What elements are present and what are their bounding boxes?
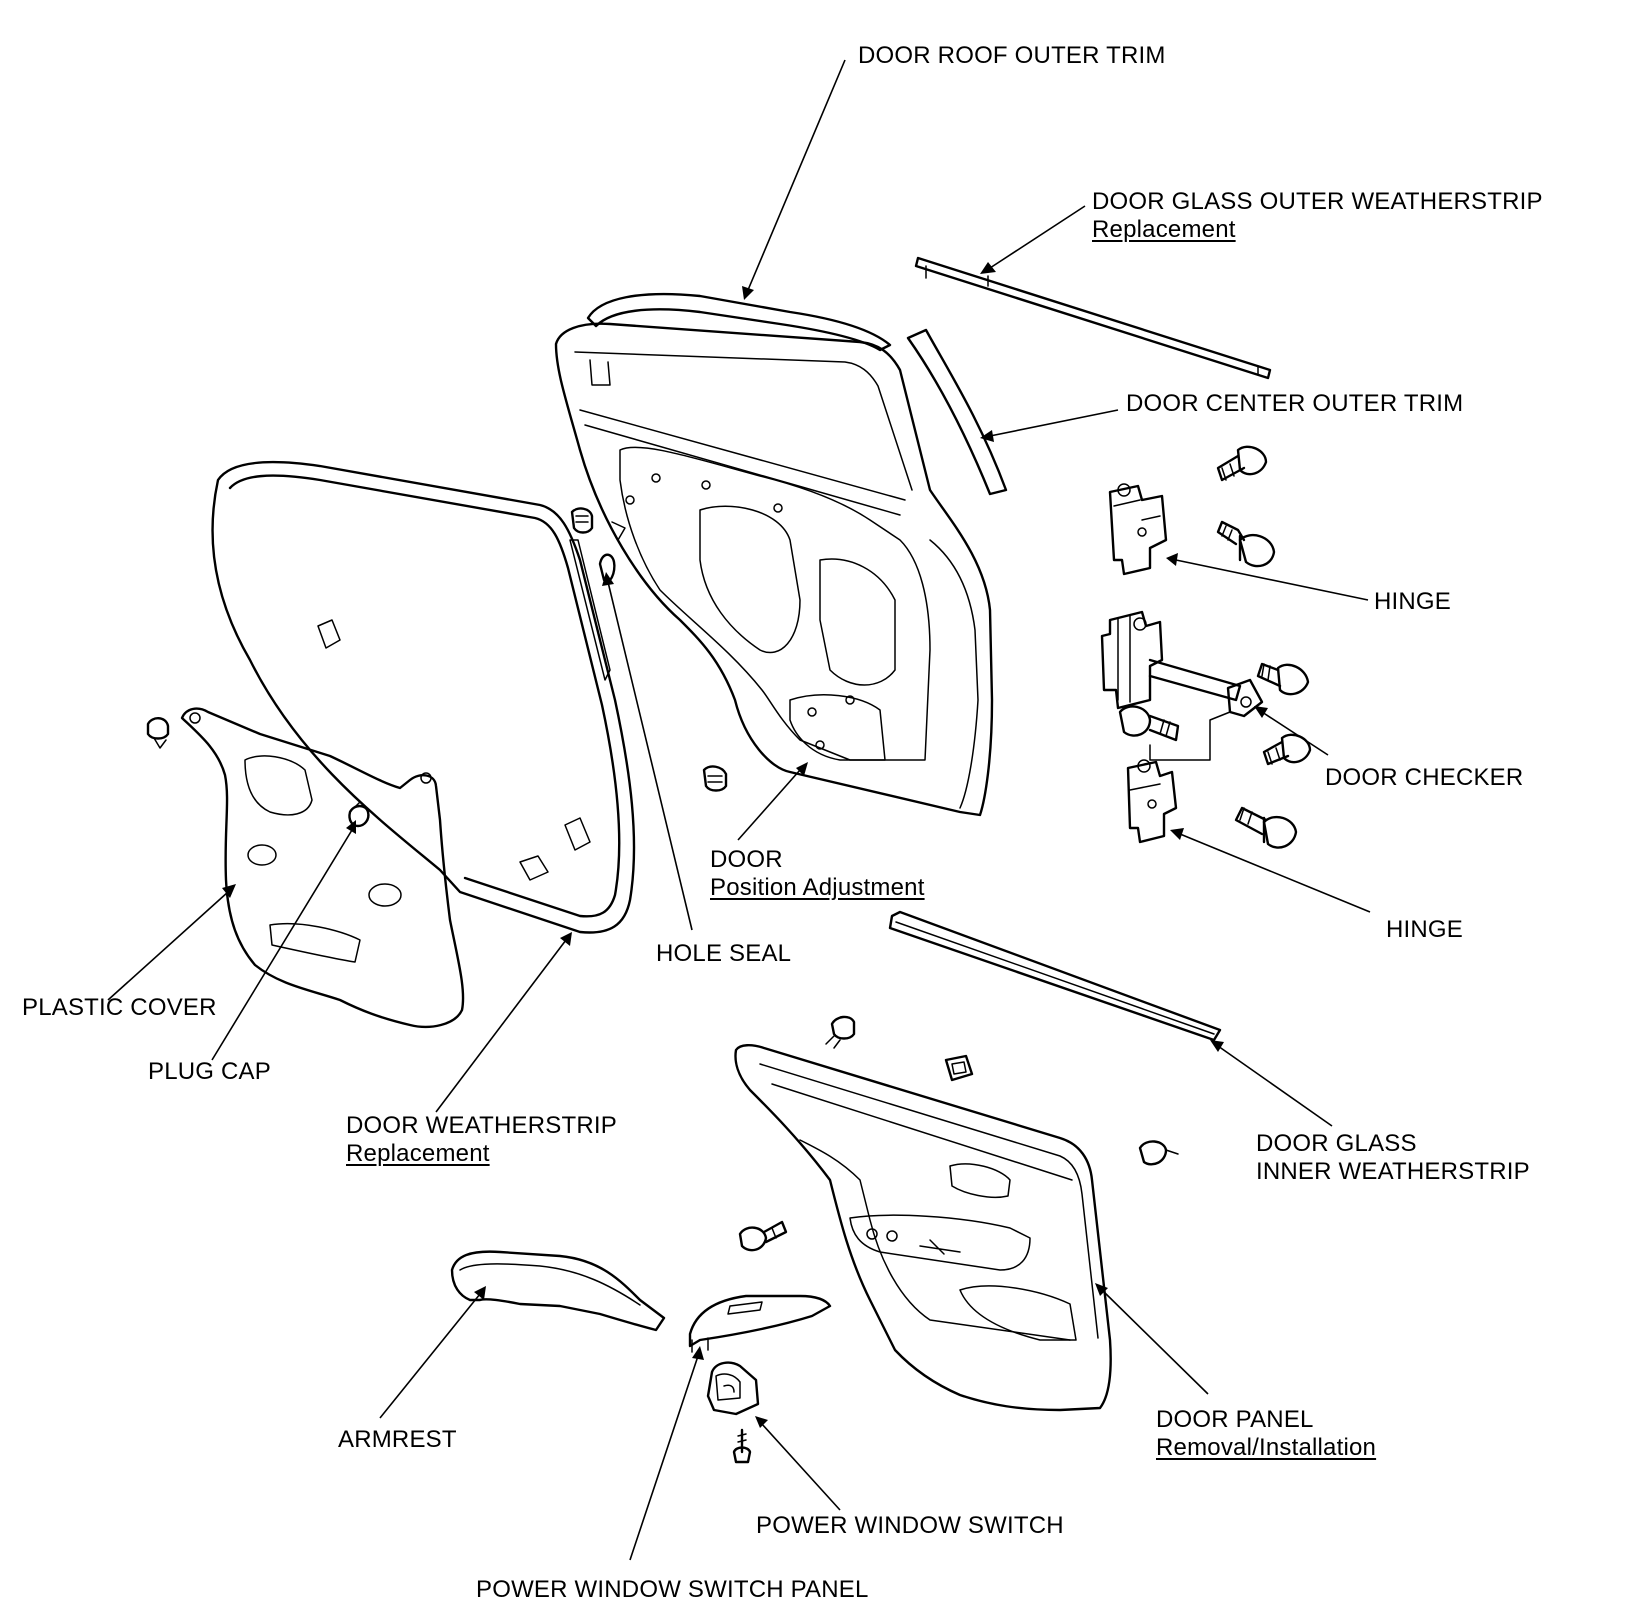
door-weatherstrip-part	[211, 460, 636, 934]
door-roof-outer-trim-part	[586, 292, 892, 352]
armrest-text: ARMREST	[338, 1426, 457, 1453]
label-hinge-upper: HINGE	[1374, 588, 1451, 616]
door-panel-text: DOOR PANEL	[1156, 1406, 1314, 1433]
switch-screw	[732, 1428, 752, 1464]
door-shell-part	[554, 322, 994, 817]
label-door-panel: DOOR PANEL Removal/Installation	[1156, 1406, 1376, 1462]
door-checker-bolt-1	[1256, 662, 1310, 696]
hinge-upper-bolt-2	[1216, 520, 1276, 568]
panel-clip-1	[825, 1015, 856, 1049]
loose-clip-part	[146, 717, 170, 749]
label-door-center-outer-trim: DOOR CENTER OUTER TRIM	[1126, 390, 1463, 418]
leader-lines	[107, 59, 1371, 1561]
power-window-switch-panel-text: POWER WINDOW SWITCH PANEL	[476, 1576, 869, 1603]
label-plastic-cover: PLASTIC COVER	[22, 994, 217, 1022]
door-clip-part	[702, 765, 728, 792]
door-checker-bolt-2	[1118, 705, 1180, 742]
hinge-upper-part	[1108, 483, 1168, 576]
plug-cap-text: PLUG CAP	[148, 1058, 271, 1085]
door-checker-text: DOOR CHECKER	[1325, 764, 1524, 791]
door-center-outer-trim-text: DOOR CENTER OUTER TRIM	[1126, 390, 1464, 417]
door-weatherstrip-text: DOOR WEATHERSTRIP	[346, 1112, 617, 1139]
label-door-roof-outer-trim: DOOR ROOF OUTER TRIM	[858, 42, 1166, 70]
label-door-glass-inner-weatherstrip: DOOR GLASS INNER WEATHERSTRIP	[1256, 1130, 1530, 1186]
hinge-upper-bolt-1	[1216, 445, 1268, 482]
door-panel-removal-installation-link[interactable]: Removal/Installation	[1156, 1434, 1377, 1461]
door-glass-outer-weatherstrip-text: DOOR GLASS OUTER WEATHERSTRIP	[1092, 188, 1543, 215]
hinge-upper-text: HINGE	[1374, 588, 1452, 615]
door-glass-inner-weatherstrip-part	[888, 910, 1222, 1042]
door-roof-outer-trim-text: DOOR ROOF OUTER TRIM	[858, 42, 1166, 69]
door-position-adjustment-link[interactable]: Position Adjustment	[710, 874, 925, 901]
plastic-cover-text: PLASTIC COVER	[22, 994, 217, 1021]
armrest-part	[450, 1250, 666, 1332]
plastic-cover-part	[180, 707, 465, 1029]
door-weatherstrip-replacement-link[interactable]: Replacement	[346, 1140, 490, 1167]
panel-clip-3	[1138, 1140, 1179, 1166]
door-glass-inner-weatherstrip-text-line1: DOOR GLASS	[1256, 1130, 1417, 1157]
hinge-lower-text: HINGE	[1386, 916, 1464, 943]
door-panel-part	[734, 1044, 1112, 1412]
label-door: DOOR Position Adjustment	[710, 846, 925, 902]
label-hole-seal: HOLE SEAL	[656, 940, 791, 968]
door-glass-outer-weatherstrip-part	[914, 256, 1272, 380]
panel-screw-1	[738, 1220, 788, 1252]
power-window-switch-text: POWER WINDOW SWITCH	[756, 1512, 1064, 1539]
weatherstrip-clip-part	[570, 507, 594, 534]
plug-cap-part	[348, 801, 370, 828]
hole-seal-text: HOLE SEAL	[656, 940, 792, 967]
label-hinge-lower: HINGE	[1386, 916, 1463, 944]
door-checker-bolt-3	[1262, 733, 1312, 766]
power-window-switch-part	[706, 1361, 760, 1416]
panel-clip-2	[944, 1054, 974, 1082]
door-text: DOOR	[710, 846, 783, 873]
label-door-checker: DOOR CHECKER	[1325, 764, 1523, 792]
label-door-weatherstrip: DOOR WEATHERSTRIP Replacement	[346, 1112, 617, 1168]
door-checker-part	[1100, 610, 1264, 761]
door-center-outer-trim-part	[906, 328, 1008, 496]
label-armrest: ARMREST	[338, 1426, 457, 1454]
hinge-lower-bolt	[1234, 806, 1298, 849]
label-plug-cap: PLUG CAP	[148, 1058, 271, 1086]
label-power-window-switch-panel: POWER WINDOW SWITCH PANEL	[476, 1576, 869, 1604]
door-glass-inner-weatherstrip-text-line2: INNER WEATHERSTRIP	[1256, 1158, 1530, 1185]
door-glass-outer-weatherstrip-replacement-link[interactable]: Replacement	[1092, 216, 1236, 243]
power-window-switch-panel-part	[688, 1294, 832, 1353]
label-power-window-switch: POWER WINDOW SWITCH	[756, 1512, 1064, 1540]
hinge-lower-part	[1126, 759, 1178, 844]
label-door-glass-outer-weatherstrip: DOOR GLASS OUTER WEATHERSTRIP Replacemen…	[1092, 188, 1543, 244]
